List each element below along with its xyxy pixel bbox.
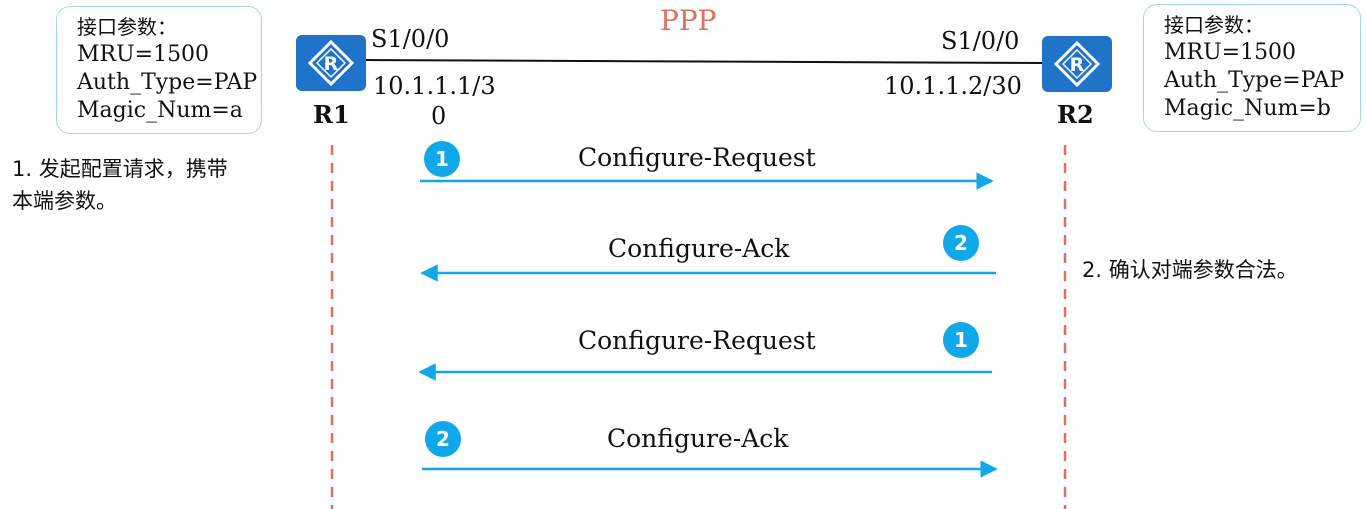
- r1-ip-line1: 10.1.1.1/3: [373, 72, 496, 100]
- r1-name: R1: [313, 100, 350, 129]
- r1-param-auth: Auth_Type=PAP: [77, 70, 258, 95]
- message-label-1: Configure-Request: [578, 143, 816, 172]
- r2-router-icon: R: [1042, 36, 1112, 92]
- r1-param-mru: MRU=1500: [77, 42, 210, 67]
- r2-param-magic: Magic_Num=b: [1164, 96, 1331, 121]
- r2-param-mru: MRU=1500: [1164, 40, 1297, 65]
- r1-param-box: 接口参数： MRU=1500 Auth_Type=PAP Magic_Num=a: [56, 6, 262, 134]
- message-label-3: Configure-Request: [578, 326, 816, 355]
- svg-text:R: R: [324, 53, 339, 75]
- message-label-2: Configure-Ack: [608, 234, 790, 263]
- r2-ip: 10.1.1.2/30: [884, 72, 1022, 100]
- r2-param-header: 接口参数：: [1164, 13, 1264, 37]
- r2-name: R2: [1057, 100, 1094, 129]
- r2-note: 2. 确认对端参数合法。: [1082, 258, 1298, 282]
- step-badge-1: 1: [424, 141, 460, 177]
- svg-text:R: R: [1070, 54, 1085, 76]
- r1-note-line1: 1. 发起配置请求，携带: [12, 157, 228, 181]
- r1-param-magic: Magic_Num=a: [77, 98, 243, 123]
- diagram-title: PPP: [660, 4, 717, 37]
- r2-param-auth: Auth_Type=PAP: [1164, 68, 1345, 93]
- message-label-4: Configure-Ack: [607, 424, 789, 453]
- r1-note: 1. 发起配置请求，携带 本端参数。: [12, 153, 228, 217]
- step-badge-2: 2: [943, 225, 979, 261]
- step-badge-4: 2: [425, 421, 461, 457]
- r2-interface: S1/0/0: [941, 27, 1020, 55]
- r1-ip-line2: 0: [431, 102, 447, 130]
- step-badge-3: 1: [943, 322, 979, 358]
- r1-note-line2: 本端参数。: [12, 189, 117, 213]
- r2-param-box: 接口参数： MRU=1500 Auth_Type=PAP Magic_Num=b: [1143, 4, 1361, 132]
- r1-param-header: 接口参数：: [77, 15, 177, 39]
- r1-router-icon: R: [296, 35, 366, 91]
- ppp-link: [364, 59, 1043, 64]
- r1-interface: S1/0/0: [371, 25, 450, 53]
